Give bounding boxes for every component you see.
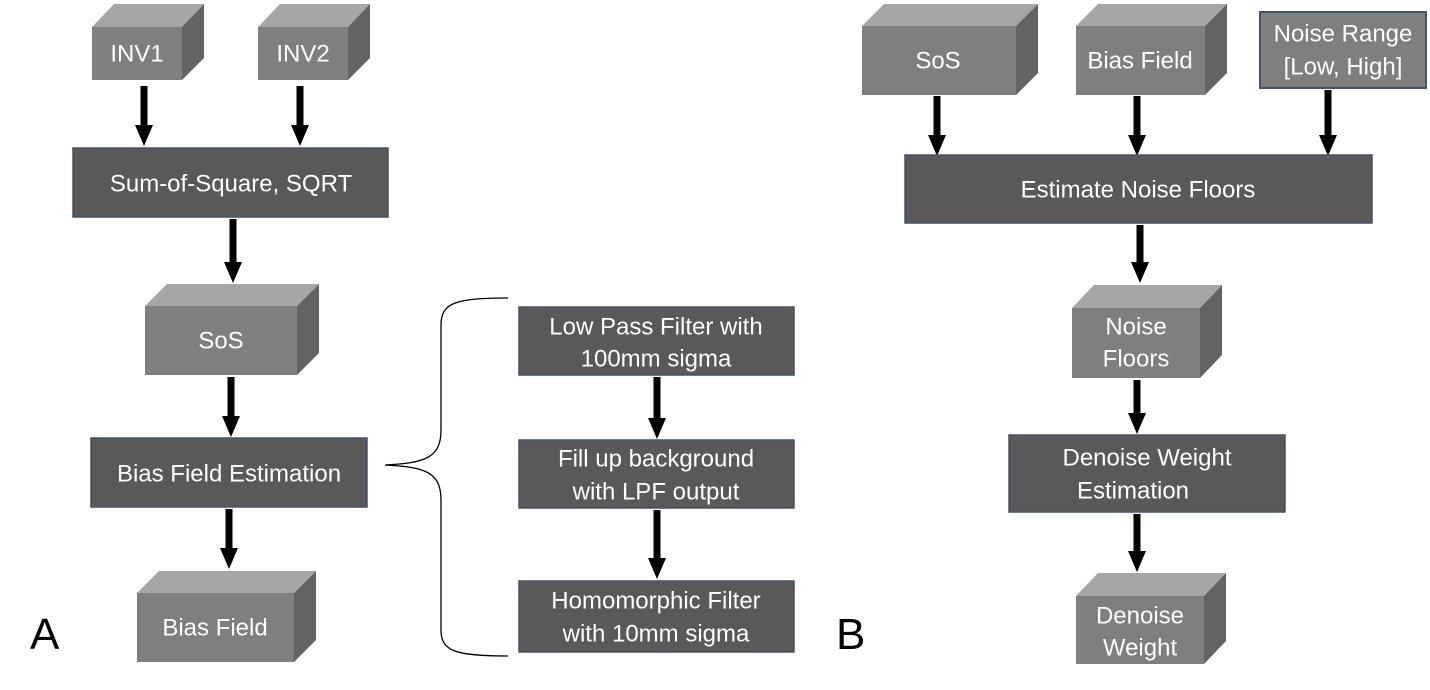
- bias-field-label-b: Bias Field: [1087, 47, 1192, 74]
- sos-cube-b: SoS: [862, 4, 1038, 95]
- denoise-weight-line2: Weight: [1103, 634, 1178, 661]
- arrow-sum-to-sos: [224, 219, 242, 283]
- denoise-weight-estimation-box: Denoise Weight Estimation: [1008, 434, 1286, 513]
- panel-label-a: A: [30, 610, 60, 659]
- noise-floors-line2: Floors: [1103, 345, 1170, 372]
- noise-floors-cube: Noise Floors: [1072, 285, 1222, 378]
- low-pass-filter-line1: Low Pass Filter with: [549, 313, 762, 340]
- estimate-noise-floors-label: Estimate Noise Floors: [1021, 176, 1256, 203]
- arrow-estimate-to-floors: [1131, 225, 1149, 283]
- denoise-weight-estimation-line1: Denoise Weight: [1063, 444, 1232, 471]
- curly-brace: [384, 297, 509, 657]
- sum-of-square-box: Sum-of-Square, SQRT: [72, 147, 389, 218]
- inv2-cube: INV2: [258, 4, 370, 80]
- estimate-noise-floors-box: Estimate Noise Floors: [904, 154, 1373, 224]
- arrow-range-to-estimate: [1319, 90, 1337, 156]
- arrow-sos-to-estimate: [928, 96, 946, 156]
- bias-field-estimation-label: Bias Field Estimation: [117, 460, 341, 487]
- denoise-weight-line1: Denoise: [1096, 602, 1184, 629]
- denoise-weight-cube: Denoise Weight: [1076, 573, 1226, 664]
- homomorphic-filter-line2: with 10mm sigma: [562, 620, 750, 647]
- low-pass-filter-box: Low Pass Filter with 100mm sigma: [518, 306, 795, 376]
- sos-cube-a: SoS: [145, 284, 319, 375]
- inv1-label: INV1: [110, 40, 163, 67]
- denoise-weight-estimation-line2: Estimation: [1077, 477, 1189, 504]
- noise-floors-line1: Noise: [1105, 313, 1166, 340]
- homomorphic-filter-line1: Homomorphic Filter: [551, 587, 760, 614]
- noise-range-box: Noise Range [Low, High]: [1259, 11, 1427, 89]
- fill-background-line1: Fill up background: [558, 445, 754, 472]
- noise-range-line2: [Low, High]: [1284, 53, 1403, 80]
- arrow-step1-to-step2: [648, 377, 666, 439]
- inv1-cube: INV1: [92, 4, 204, 80]
- bias-field-estimation-box: Bias Field Estimation: [90, 437, 368, 508]
- fill-background-box: Fill up background with LPF output: [518, 439, 795, 509]
- low-pass-filter-line2: 100mm sigma: [581, 345, 732, 372]
- sos-label-a: SoS: [198, 327, 243, 354]
- homomorphic-filter-box: Homomorphic Filter with 10mm sigma: [518, 580, 795, 653]
- bias-field-label-a: Bias Field: [162, 614, 267, 641]
- arrow-bias-to-estimate: [1128, 96, 1146, 156]
- sos-label-b: SoS: [915, 47, 960, 74]
- arrow-estimation-to-weight: [1128, 514, 1146, 572]
- fill-background-line2: with LPF output: [572, 478, 740, 505]
- arrow-inv2-to-sum: [291, 86, 309, 146]
- arrow-sos-to-bias-estimation: [222, 377, 240, 437]
- sum-of-square-label: Sum-of-Square, SQRT: [110, 170, 353, 197]
- bias-field-cube-b: Bias Field: [1076, 4, 1227, 95]
- arrow-inv1-to-sum: [135, 86, 153, 146]
- bias-field-cube-a: Bias Field: [137, 571, 316, 662]
- arrow-estimation-to-bias-field: [220, 509, 238, 569]
- noise-range-line1: Noise Range: [1274, 20, 1413, 47]
- panel-label-b: B: [836, 610, 865, 659]
- inv2-label: INV2: [276, 40, 329, 67]
- arrow-floors-to-weight-estimation: [1128, 380, 1146, 434]
- arrow-step2-to-step3: [648, 510, 666, 579]
